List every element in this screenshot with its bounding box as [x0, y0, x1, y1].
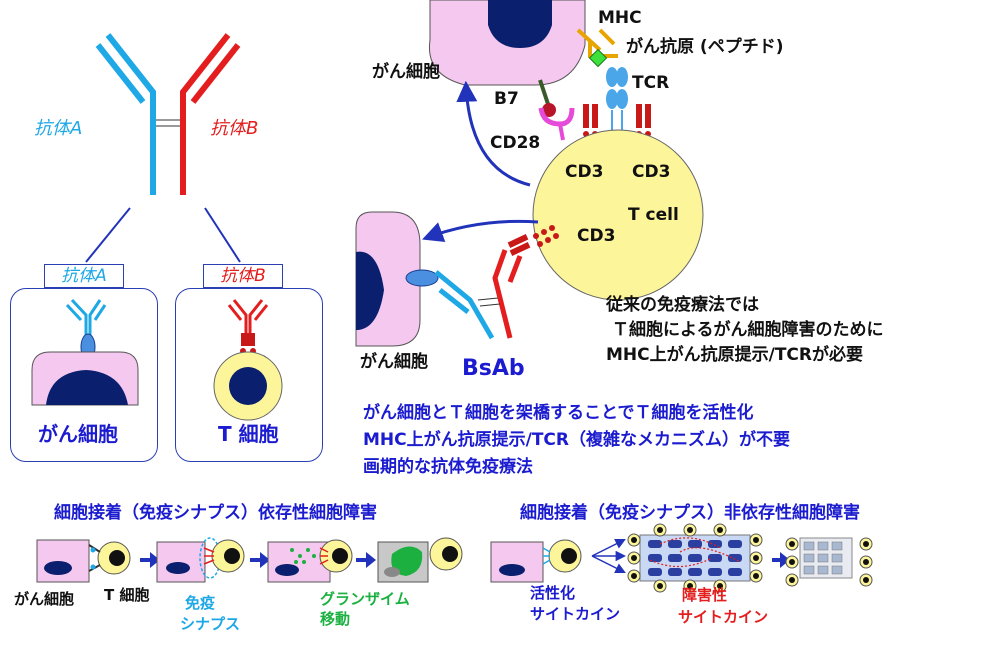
connector-b — [204, 207, 241, 263]
peptide-antigen — [588, 48, 608, 68]
antibody-b-label: 抗体B — [210, 118, 259, 139]
cd28-label: CD28 — [490, 133, 541, 153]
seq-step-2 — [156, 537, 245, 583]
cd3-right-label: CD3 — [632, 162, 671, 182]
top-cancer-cell-label: がん細胞 — [372, 62, 440, 82]
seq2-cytokine-arrows — [591, 539, 627, 573]
arrow-to-bottom-cancer — [422, 219, 539, 243]
seq-cancer-cell-label: がん細胞 — [14, 590, 75, 608]
antibody-a-label: 抗体A — [34, 118, 83, 139]
summary-line-2: MHC上がん抗原提示/TCR（複雑なメカニズム）が不要 — [363, 430, 790, 450]
bsab-label: BsAb — [462, 356, 525, 381]
t-cell-nucleus — [229, 367, 267, 405]
tcr-molecule — [606, 67, 628, 170]
seq2-arrow — [772, 552, 790, 568]
cytotoxic-cytokine-label-2: サイトカイン — [678, 608, 769, 626]
note-line-1: 従来の免疫療法では — [606, 295, 759, 315]
b7-stalk — [538, 79, 550, 105]
cd3-left-label: CD3 — [565, 162, 604, 182]
antibody-a-tag: 抗体A — [44, 264, 124, 288]
seq-t-cell-label: T 細胞 — [104, 586, 150, 604]
seq-arrow-2 — [250, 552, 270, 568]
granzyme-label-1: グランザイム — [320, 590, 410, 608]
cancer-nucleus — [46, 370, 128, 405]
top-cancer-nucleus — [488, 0, 552, 48]
seq2-dead-cells — [785, 537, 873, 587]
seq-step-3 — [267, 539, 353, 583]
seq-arrow-3 — [356, 552, 376, 568]
activating-cytokine-label-1: 活性化 — [530, 584, 576, 602]
small-antibody-b — [227, 299, 269, 334]
seq-step-4 — [377, 537, 463, 583]
cytotoxic-cytokine-label-1: 障害性 — [682, 586, 728, 604]
bispecific-antibody — [95, 33, 241, 195]
summary-line-3: 画期的な抗体免疫療法 — [363, 457, 533, 477]
seq-arrow-1 — [140, 552, 160, 568]
antibody-b-tag: 抗体B — [203, 264, 283, 288]
bottom-right-title: 細胞接着（免疫シナプス）非依存性細胞障害 — [520, 503, 860, 523]
activating-cytokine-label-2: サイトカイン — [530, 605, 621, 623]
seq-step-1 — [36, 539, 131, 583]
bottom-cancer-nucleus — [356, 251, 384, 330]
seq2-cell-cluster — [627, 523, 763, 593]
arrow-to-top-cancer — [456, 80, 531, 187]
cancer-antigen-label: がん抗原 (ペプチド) — [626, 37, 784, 57]
cancer-cell-label: がん細胞 — [38, 422, 118, 446]
b7-molecule — [542, 103, 556, 117]
cd3-lower-label: CD3 — [577, 226, 616, 246]
granzyme-label-2: 移動 — [320, 610, 351, 628]
tcr-label: TCR — [632, 73, 670, 93]
bottom-cancer-cell-label: がん細胞 — [360, 352, 428, 372]
note-line-3: MHC上がん抗原提示/TCRが必要 — [606, 345, 863, 365]
bsab-antigen — [405, 269, 439, 287]
mhc-molecule — [576, 28, 618, 58]
immune-synapse-label-2: シナプス — [180, 615, 241, 633]
note-line-2: Ｔ細胞によるがん細胞障害のために — [612, 320, 884, 340]
mhc-label: MHC — [598, 8, 642, 28]
b7-label: B7 — [494, 89, 519, 109]
t-cell-label: T 細胞 — [218, 422, 279, 446]
t-cell-label-large: T cell — [628, 205, 679, 225]
t-cell-large — [532, 129, 704, 301]
cd3-lower-complex — [507, 225, 559, 256]
immune-synapse-label-1: 免疫 — [185, 594, 216, 612]
seq2-step-1 — [490, 539, 582, 583]
bottom-left-title: 細胞接着（免疫シナプス）依存性細胞障害 — [54, 503, 377, 523]
small-antibody-a — [65, 298, 107, 335]
connector-a — [85, 207, 131, 263]
summary-line-1: がん細胞とＴ細胞を架橋することでＴ細胞を活性化 — [363, 403, 754, 423]
bsab-antibody — [434, 249, 523, 340]
